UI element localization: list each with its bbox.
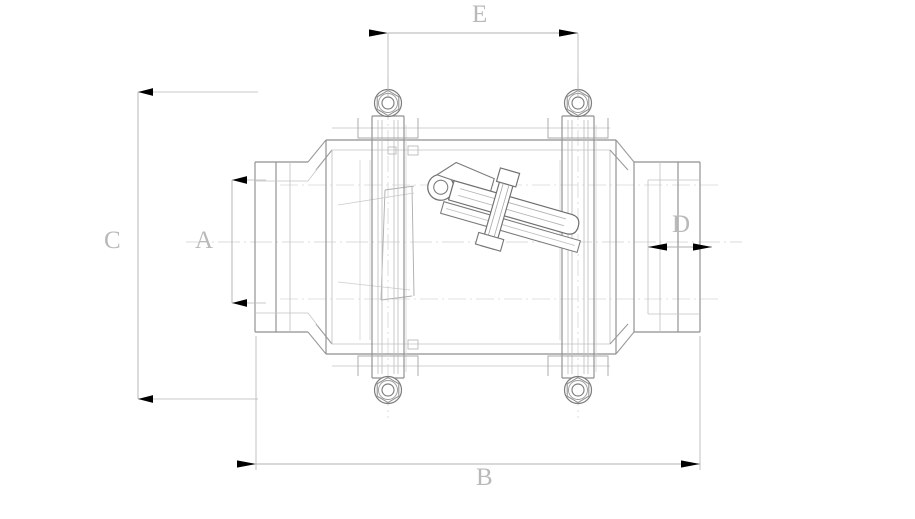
outlet-chamfer-right: [609, 139, 635, 355]
toggle-clamp-lever: [427, 161, 582, 254]
valve-disc-shadow: [337, 192, 415, 291]
dimension-label-B: B: [476, 464, 494, 491]
dimension-label-A: A: [195, 227, 215, 254]
lever-cross-bolt: [474, 167, 521, 252]
column-detail-squares: [387, 145, 419, 350]
centerline-vertical-bolts: [387, 78, 579, 418]
hex-nut-top-right: [563, 88, 593, 118]
dimension-label-D: D: [672, 211, 692, 238]
lever-pivot-eye: [427, 173, 455, 201]
lever-grip-lines: [458, 188, 566, 227]
inlet-port-left-detail: [255, 162, 308, 332]
inlet-port-left: [254, 161, 308, 333]
dimension-C: [137, 88, 258, 403]
tie-rod-column-left-inner: [377, 120, 399, 374]
dimension-B: [237, 336, 701, 470]
dimension-E: [369, 29, 579, 96]
valve-internal-hidden: [359, 125, 597, 372]
lever-upper-arm: [435, 161, 495, 192]
dimension-label-C: C: [104, 227, 122, 254]
lever-linkage-detail: [445, 208, 576, 246]
hex-nut-top-left: [373, 88, 403, 118]
dimension-label-E: E: [472, 1, 489, 28]
inlet-chamfer-left: [307, 139, 333, 355]
hex-nut-bottom-left: [373, 375, 403, 405]
inlet-chamfer-left-thin: [307, 167, 319, 327]
dimension-A: [231, 176, 266, 307]
valve-disc-plate: [380, 185, 415, 301]
hex-nut-bottom-right: [563, 375, 593, 405]
column-mounting-pads: [357, 118, 609, 376]
